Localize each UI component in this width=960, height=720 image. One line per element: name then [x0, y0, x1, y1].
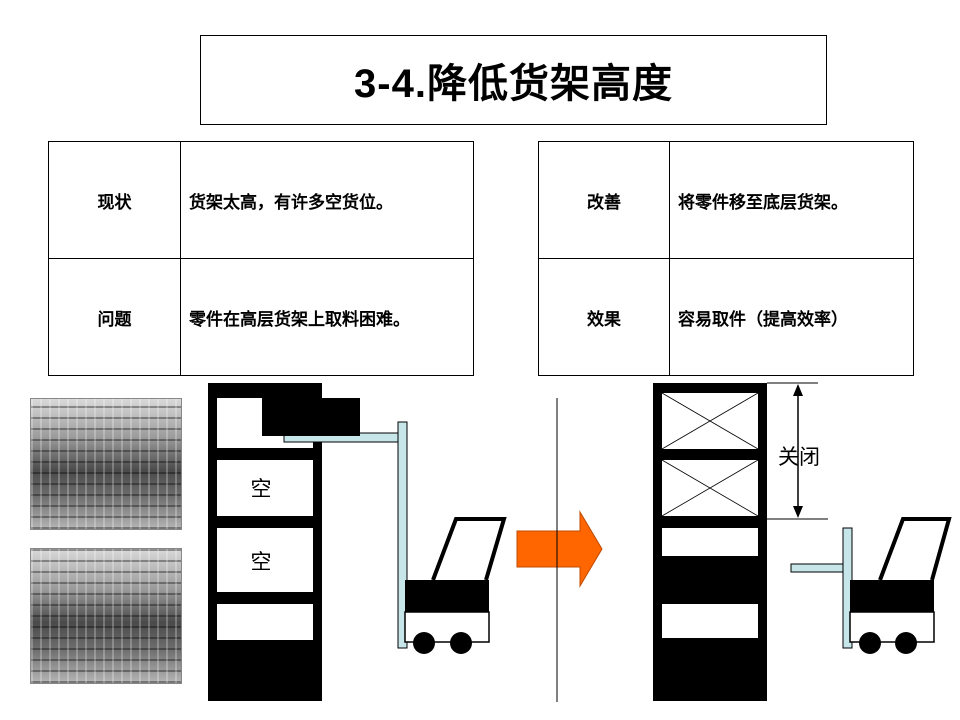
forklift-mast — [397, 421, 408, 649]
warehouse-photo-bottom — [30, 548, 182, 684]
forklift-low — [790, 517, 952, 654]
closed-dimension: 关闭 — [767, 382, 828, 520]
row-value-effect: 容易取件（提高效率） — [669, 258, 914, 376]
forklift-handle — [878, 517, 952, 581]
shelf-slot-open — [662, 528, 758, 556]
shelf-after — [653, 383, 767, 701]
forklift-load — [262, 398, 360, 436]
shelf-slot-empty-2 — [217, 528, 313, 592]
forklift-wheel — [859, 632, 881, 654]
forklift-handle — [431, 517, 507, 581]
forklift-wheel — [413, 632, 435, 654]
row-value-improvement: 将零件移至底层货架。 — [669, 141, 914, 259]
table-row: 问题 零件在高层货架上取料困难。 — [48, 258, 474, 376]
empty-label-2: 空 — [251, 550, 272, 574]
forklift-fork — [790, 563, 848, 573]
empty-label-1: 空 — [251, 477, 272, 501]
closed-label: 关闭 — [778, 445, 820, 469]
title-box: 3-4.降低货架高度 — [200, 35, 827, 125]
forklift-body — [850, 580, 934, 612]
forklift-wheel — [895, 632, 917, 654]
row-value-problem: 零件在高层货架上取料困难。 — [180, 258, 474, 376]
shelf-slot-empty-1 — [217, 460, 313, 516]
forklift-wheel — [450, 632, 472, 654]
shelf-slot-low — [217, 604, 313, 640]
forklift-body — [405, 580, 489, 612]
table-row: 改善 将零件移至底层货架。 — [538, 141, 914, 259]
improvement-arrow-icon — [516, 510, 603, 588]
warehouse-photo-top — [30, 398, 182, 530]
page-title: 3-4.降低货架高度 — [354, 62, 673, 106]
forklift-high — [262, 398, 507, 654]
row-key-problem: 问题 — [48, 258, 181, 376]
table-improvement: 改善 将零件移至底层货架。 效果 容易取件（提高效率） — [538, 141, 914, 376]
forklift-base — [404, 611, 490, 643]
table-row: 效果 容易取件（提高效率） — [538, 258, 914, 376]
table-current-state: 现状 货架太高，有许多空货位。 问题 零件在高层货架上取料困难。 — [48, 141, 474, 376]
shelf-slot-low — [662, 604, 758, 638]
